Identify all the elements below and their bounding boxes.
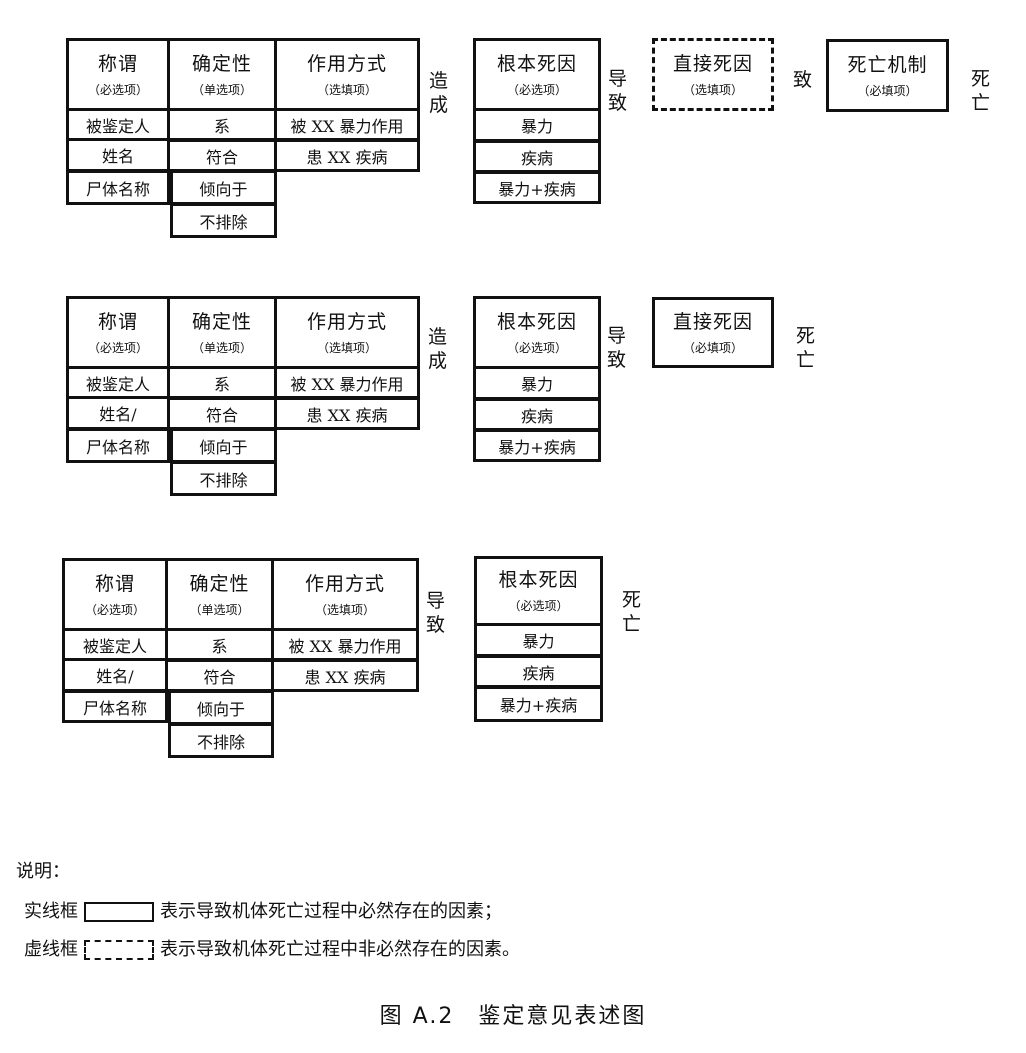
appellation-header: 称谓 （必选项） bbox=[66, 296, 170, 369]
mode-option: 患 XX 疾病 bbox=[277, 399, 420, 430]
link-text: 导致 bbox=[426, 590, 447, 636]
link-text: 造成 bbox=[429, 70, 450, 116]
appellation-header: 称谓 （必选项） bbox=[62, 558, 168, 631]
appellation-option: 被鉴定人 bbox=[66, 111, 170, 141]
certainty-header: 确定性 （单选项） bbox=[168, 558, 274, 631]
appellation-option: 被鉴定人 bbox=[66, 369, 170, 399]
certainty-option: 系 bbox=[168, 631, 274, 661]
certainty-option: 倾向于 bbox=[170, 430, 277, 463]
direct-cause-header: 直接死因 （选填项） bbox=[652, 38, 774, 111]
root-cause-option: 暴力+疾病 bbox=[474, 688, 603, 722]
legend: 说明： 实线框 表示导致机体死亡过程中必然存在的因素； 虚线框 表示导致机体死亡… bbox=[16, 860, 716, 970]
mode-option: 患 XX 疾病 bbox=[274, 661, 419, 692]
appellation-option: 尸体名称 bbox=[66, 430, 170, 463]
root-cause-option: 疾病 bbox=[473, 142, 601, 173]
mode-option: 被 XX 暴力作用 bbox=[277, 111, 420, 141]
mode-option: 被 XX 暴力作用 bbox=[274, 631, 419, 661]
root-cause-option: 暴力 bbox=[473, 111, 601, 142]
root-cause-option: 暴力+疾病 bbox=[473, 431, 601, 462]
legend-solid-label: 实线框 bbox=[24, 901, 78, 922]
certainty-option: 系 bbox=[170, 369, 277, 399]
mode-option: 被 XX 暴力作用 bbox=[277, 369, 420, 399]
solid-box-sample bbox=[84, 902, 154, 922]
appellation-option: 姓名/ bbox=[62, 661, 168, 692]
legend-dashed-label: 虚线框 bbox=[24, 939, 78, 960]
root-cause-option: 暴力 bbox=[473, 369, 601, 400]
appellation-header: 称谓 （必选项） bbox=[66, 38, 170, 111]
appellation-option: 被鉴定人 bbox=[62, 631, 168, 661]
direct-cause-header: 直接死因 （必填项） bbox=[652, 297, 774, 368]
mode-option: 患 XX 疾病 bbox=[277, 141, 420, 172]
mode-header: 作用方式 （选填项） bbox=[277, 296, 420, 369]
legend-dashed-desc: 表示导致机体死亡过程中非必然存在的因素。 bbox=[160, 939, 520, 960]
root-cause-header: 根本死因 （必选项） bbox=[473, 296, 601, 369]
root-cause-option: 疾病 bbox=[474, 657, 603, 688]
link-text: 导致 bbox=[607, 325, 628, 371]
certainty-option: 不排除 bbox=[170, 205, 277, 238]
dashed-box-sample bbox=[84, 940, 154, 960]
appellation-option: 尸体名称 bbox=[66, 172, 170, 205]
certainty-option: 符合 bbox=[168, 661, 274, 692]
root-cause-option: 疾病 bbox=[473, 400, 601, 431]
appellation-option: 尸体名称 bbox=[62, 692, 168, 723]
mode-header: 作用方式 （选填项） bbox=[274, 558, 419, 631]
certainty-option: 倾向于 bbox=[168, 692, 274, 725]
certainty-header: 确定性 （单选项） bbox=[170, 296, 277, 369]
certainty-option: 系 bbox=[170, 111, 277, 141]
end-text: 死亡 bbox=[622, 589, 643, 635]
mode-header: 作用方式 （选填项） bbox=[277, 38, 420, 111]
legend-solid-line: 实线框 表示导致机体死亡过程中必然存在的因素； bbox=[24, 900, 502, 924]
legend-solid-desc: 表示导致机体死亡过程中必然存在的因素； bbox=[160, 901, 502, 922]
root-cause-option: 暴力 bbox=[474, 626, 603, 657]
certainty-option: 倾向于 bbox=[170, 172, 277, 205]
link-text: 造成 bbox=[428, 326, 449, 372]
death-mechanism-header: 死亡机制 （必填项） bbox=[826, 39, 949, 112]
appellation-option: 姓名/ bbox=[66, 399, 170, 430]
certainty-option: 不排除 bbox=[168, 725, 274, 758]
legend-dashed-line: 虚线框 表示导致机体死亡过程中非必然存在的因素。 bbox=[24, 938, 520, 962]
legend-title: 说明： bbox=[16, 861, 70, 882]
link-text: 致 bbox=[793, 69, 814, 91]
appellation-option: 姓名 bbox=[66, 141, 170, 172]
figure-caption: 图 A.2 鉴定意见表述图 bbox=[379, 1004, 647, 1029]
end-text: 死亡 bbox=[971, 68, 992, 114]
end-text: 死亡 bbox=[796, 325, 817, 371]
certainty-header: 确定性 （单选项） bbox=[170, 38, 277, 111]
certainty-option: 符合 bbox=[170, 141, 277, 172]
root-cause-header: 根本死因 （必选项） bbox=[474, 556, 603, 626]
root-cause-option: 暴力+疾病 bbox=[473, 173, 601, 204]
link-text: 导致 bbox=[608, 68, 629, 114]
certainty-option: 符合 bbox=[170, 399, 277, 430]
root-cause-header: 根本死因 （必选项） bbox=[473, 38, 601, 111]
certainty-option: 不排除 bbox=[170, 463, 277, 496]
